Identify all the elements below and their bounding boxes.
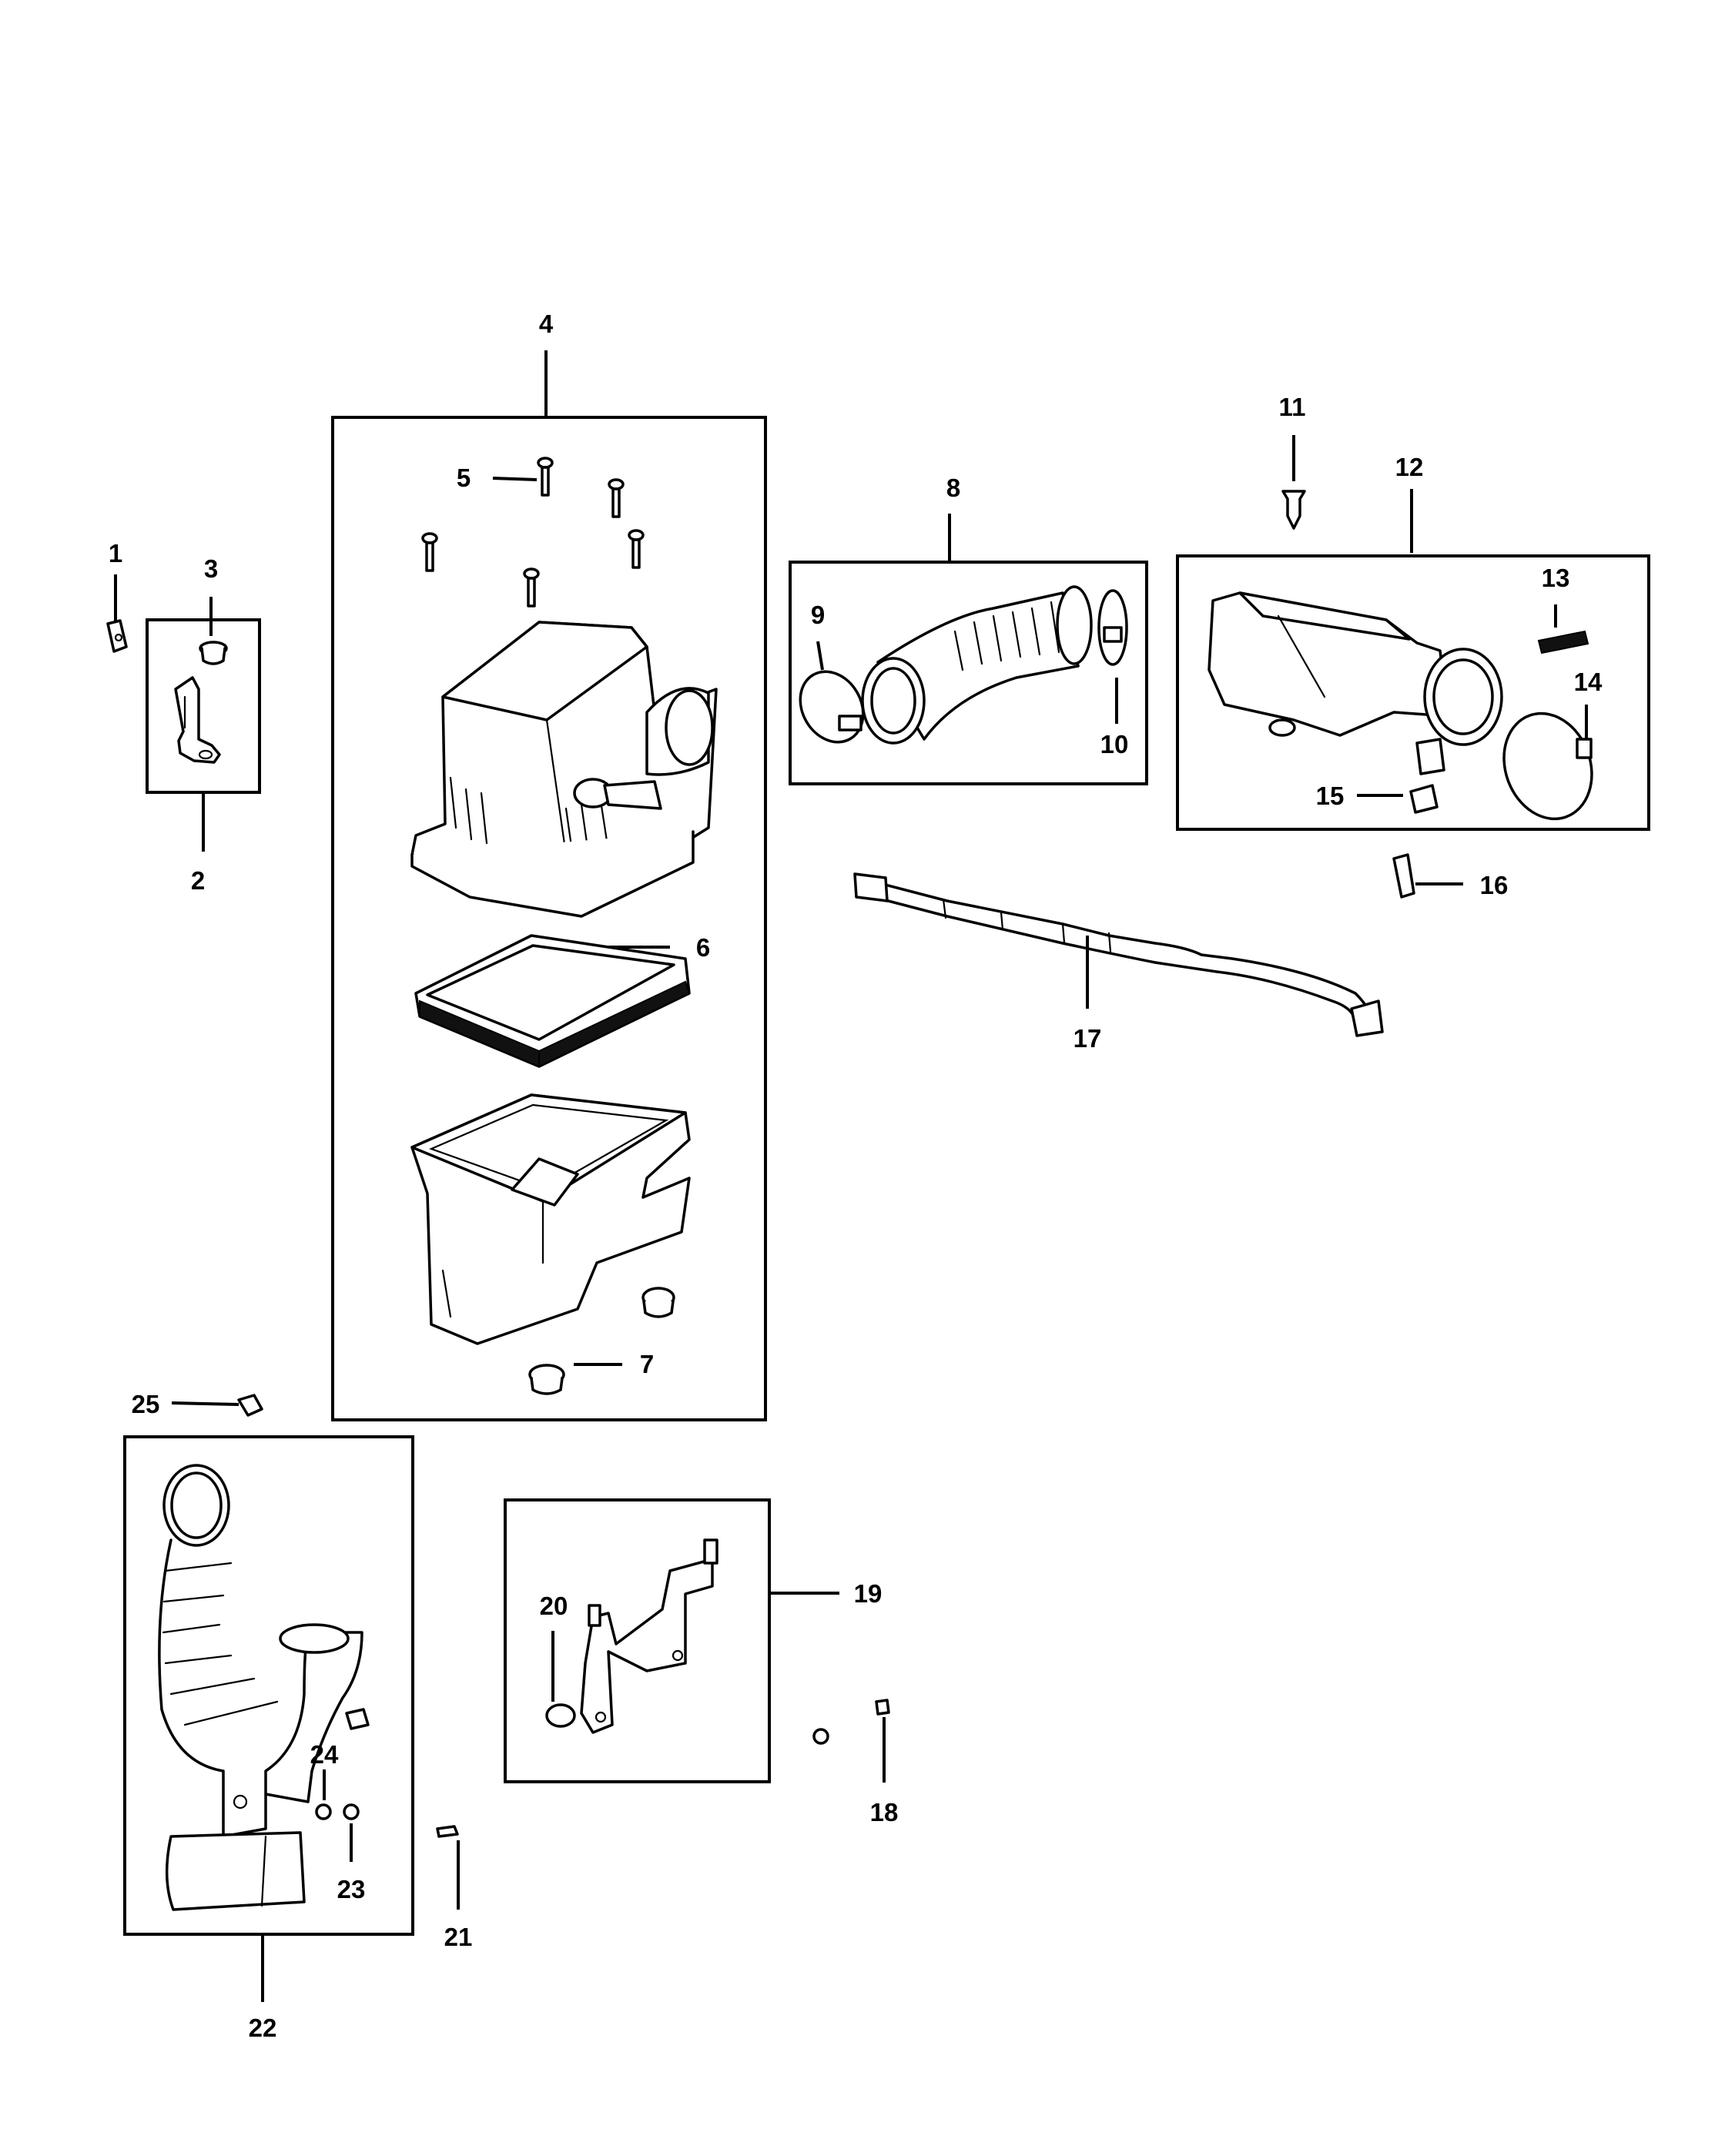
callout-11: 11: [1279, 393, 1306, 421]
callout-7: 7: [640, 1350, 654, 1378]
screws-part-5: [421, 457, 645, 608]
grommet-part-20: [545, 1631, 576, 1728]
clip-part-1: [106, 574, 128, 653]
callout-25: 25: [132, 1390, 160, 1418]
bracket-part-2: [174, 676, 221, 764]
callout-22: 22: [249, 2014, 277, 2042]
group-8-inlet-hose: [789, 514, 1148, 785]
group-19-bracket: [504, 1498, 839, 1783]
callout-5: 5: [457, 464, 471, 492]
intake-hose: [861, 585, 1093, 745]
clamp-part-9: [799, 641, 865, 744]
callout-6: 6: [696, 933, 710, 962]
fastener-part-23: [343, 1803, 360, 1862]
group-22-lower-duct: [123, 1394, 414, 2002]
callout-10: 10: [1100, 730, 1129, 758]
grommet-part-3: [199, 641, 228, 665]
callout-1: 1: [109, 539, 122, 567]
callout-18: 18: [870, 1798, 899, 1826]
air-cleaner-lower-housing: [410, 1093, 691, 1345]
callout-4: 4: [539, 310, 554, 338]
push-pin-part-11: [1281, 435, 1306, 530]
callout-17: 17: [1074, 1024, 1102, 1053]
callout-14: 14: [1574, 668, 1603, 696]
clamp-part-14: [1502, 705, 1593, 821]
callout-16: 16: [1480, 871, 1509, 899]
group-12-resonator: [1176, 489, 1650, 831]
group-2-bracket-assembly: [146, 597, 261, 852]
fastener-part-24: [315, 1769, 332, 1820]
callout-19: 19: [854, 1579, 883, 1608]
group-4-air-cleaner: [331, 350, 767, 1421]
lower-duct-body: [158, 1464, 363, 1911]
callout-12: 12: [1395, 453, 1424, 481]
callout-2: 2: [191, 866, 205, 895]
callout-9: 9: [811, 601, 825, 629]
nut-unlabeled: [812, 1728, 829, 1745]
callout-15: 15: [1316, 782, 1345, 810]
clamp-part-10: [1097, 589, 1128, 724]
vent-hose-part-17: [853, 872, 1384, 1037]
clip-part-18: [875, 1699, 890, 1783]
nut-part-25: [171, 1394, 263, 1417]
callout-21: 21: [444, 1923, 473, 1951]
cap-part-15: [1357, 784, 1439, 814]
callout-23: 23: [337, 1875, 366, 1903]
callout-labels: 1 2 3 4 5 6 7 8 9 10 11 12 13 14 15 16 1…: [109, 310, 1603, 2042]
air-cleaner-cover: [410, 621, 718, 918]
grommets-part-7: [528, 1287, 675, 1395]
clip-part-16: [1392, 853, 1463, 899]
callout-24: 24: [310, 1740, 339, 1769]
callout-8: 8: [946, 474, 960, 502]
bolt-part-21: [436, 1825, 460, 1910]
sensor-part-13: [1537, 604, 1589, 654]
callout-20: 20: [540, 1592, 568, 1620]
callout-13: 13: [1542, 564, 1570, 592]
air-filter-part-6: [414, 934, 691, 1068]
bracket-plate: [580, 1538, 718, 1734]
resonator-body: [1208, 591, 1503, 775]
callout-3: 3: [204, 554, 218, 583]
